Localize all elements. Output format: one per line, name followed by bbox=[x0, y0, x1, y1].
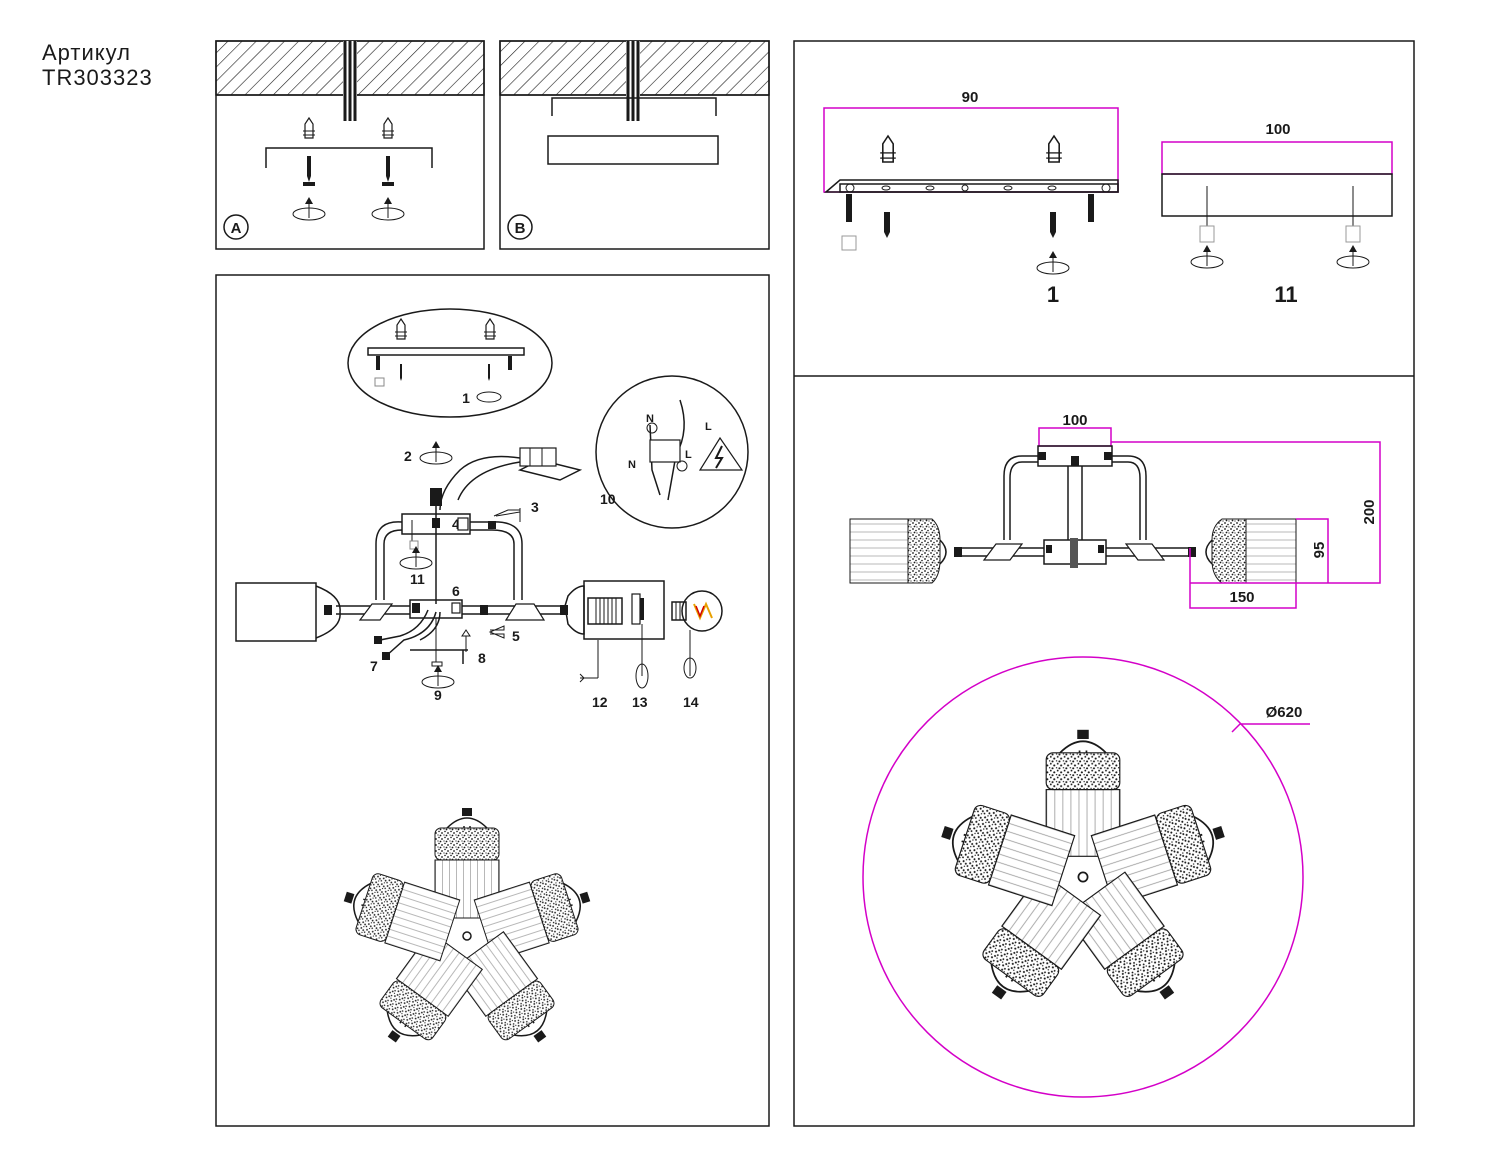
rotate-icon bbox=[371, 196, 405, 221]
article-block: Артикул TR303323 bbox=[42, 40, 153, 90]
step-12: 12 bbox=[592, 694, 608, 710]
terminal-block bbox=[519, 447, 557, 467]
step-9: 9 bbox=[434, 687, 442, 703]
canopy-cover bbox=[547, 135, 719, 165]
step-3: 3 bbox=[531, 499, 539, 515]
article-label: Артикул bbox=[42, 40, 132, 65]
left-shade-outline bbox=[235, 582, 317, 642]
step-5: 5 bbox=[512, 628, 520, 644]
cover-part-number: 11 bbox=[1274, 282, 1297, 307]
wire-l-bottom: L bbox=[685, 449, 692, 461]
wire-l-top: L bbox=[705, 421, 712, 433]
article-code: TR303323 bbox=[42, 65, 153, 90]
panel-b: B bbox=[499, 40, 770, 250]
cover-width-label: 100 bbox=[1265, 121, 1290, 138]
step-6: 6 bbox=[452, 583, 460, 599]
canopy-bracket bbox=[401, 513, 471, 535]
top-view-dimensioned bbox=[930, 728, 1236, 1019]
diameter-dim: Ø620 bbox=[1266, 704, 1303, 721]
total-height-dim: 200 bbox=[1361, 499, 1378, 524]
step-1: 1 bbox=[462, 390, 470, 406]
step-10: 10 bbox=[600, 491, 616, 507]
step-8: 8 bbox=[478, 650, 486, 666]
rotate-icon bbox=[292, 196, 326, 221]
high-voltage-icon bbox=[698, 436, 744, 471]
mounting-panel: 90 1 100 11 bbox=[793, 40, 1415, 1127]
bracket-detail-oval bbox=[347, 308, 553, 418]
diameter-circle bbox=[862, 656, 1304, 1098]
bracket-width-label: 90 bbox=[962, 89, 979, 106]
canopy-width-dim: 100 bbox=[1062, 412, 1087, 429]
assembly-frame bbox=[215, 274, 770, 1127]
screw-icon bbox=[382, 156, 394, 186]
step-2: 2 bbox=[404, 448, 412, 464]
dimensions-panel: 100 200 95 150 bbox=[849, 412, 1381, 1098]
anchor-icon bbox=[381, 117, 395, 139]
top-view-assembly bbox=[334, 807, 600, 1060]
step-13: 13 bbox=[632, 694, 648, 710]
anchor-icon bbox=[302, 117, 316, 139]
step-11-left: 11 bbox=[410, 571, 425, 587]
right-frame bbox=[793, 40, 1415, 1127]
cover-plate bbox=[1161, 173, 1393, 217]
rotate-icon bbox=[1036, 250, 1070, 275]
assembly-panel: 1 N L N L 10 2 4 bbox=[215, 274, 770, 1127]
wire-n-bottom: N bbox=[628, 459, 636, 471]
wire-n-top: N bbox=[646, 413, 654, 425]
shade-length-dim: 150 bbox=[1229, 589, 1254, 606]
screw-icon bbox=[303, 156, 315, 186]
wiring-detail-circle bbox=[595, 375, 749, 529]
bulb-icon bbox=[681, 590, 723, 632]
panel-a-badge-text: A bbox=[231, 220, 242, 237]
right-shade-outline bbox=[583, 580, 665, 640]
panel-a-badge bbox=[223, 214, 249, 240]
shade-height-dim: 95 bbox=[1311, 542, 1328, 559]
bracket-part-number: 1 bbox=[1047, 282, 1059, 307]
cover-dimension-box bbox=[1161, 141, 1393, 175]
step-7: 7 bbox=[370, 658, 378, 674]
rotate-icon bbox=[419, 440, 453, 465]
panel-a: A bbox=[215, 40, 485, 250]
panel-b-badge-text: B bbox=[515, 220, 526, 237]
step-14: 14 bbox=[683, 694, 699, 710]
panel-b-badge bbox=[507, 214, 533, 240]
step-4: 4 bbox=[452, 516, 460, 532]
